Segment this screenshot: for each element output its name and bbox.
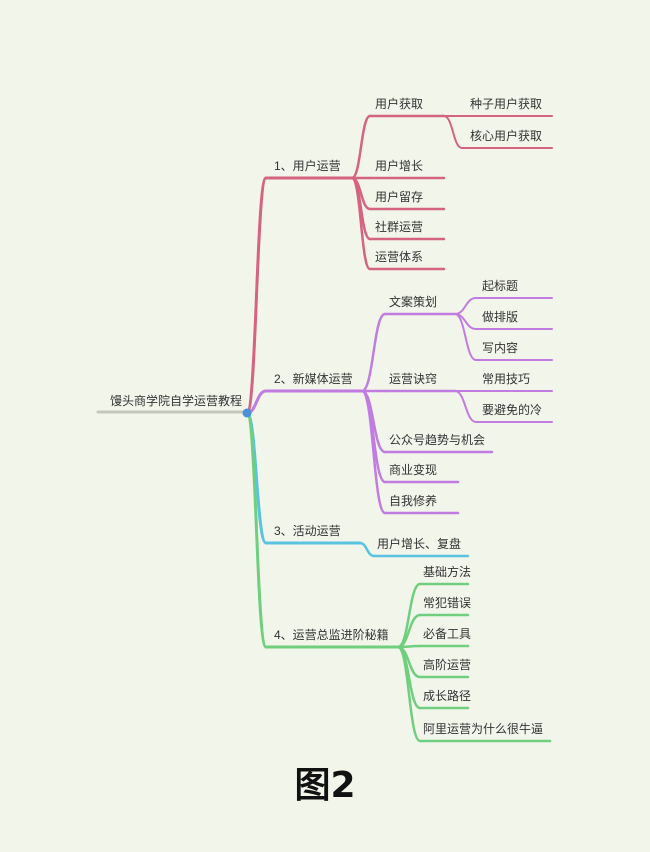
subtopic-label: 社群运营 <box>375 219 423 234</box>
leaf-label: 常用技巧 <box>482 372 530 386</box>
subtopic-connector <box>360 312 387 393</box>
subtopic-connector <box>360 389 387 515</box>
subtopic-label: 用户留存 <box>375 189 423 204</box>
branch-4-connector <box>245 411 268 649</box>
subtopic-label: 文案策划 <box>389 294 437 309</box>
leaf-label: 种子用户获取 <box>470 96 542 111</box>
subtopic-connector <box>350 176 372 271</box>
subtopic-label: 阿里运营为什么很牛逼 <box>423 721 543 736</box>
branch-1-label: 1、用户运营 <box>274 158 341 173</box>
subtopic-label: 公众号趋势与机会 <box>389 433 485 447</box>
branch-3-label: 3、活动运营 <box>274 524 341 538</box>
subtopic-connector <box>358 541 376 558</box>
subtopic-label: 高阶运营 <box>423 657 471 672</box>
figure-caption: 图2 <box>294 765 356 806</box>
subtopic-label: 商业变现 <box>389 462 437 477</box>
subtopic-label: 用户增长 <box>375 158 423 173</box>
subtopic-label: 用户获取 <box>375 96 423 111</box>
root-node-dot <box>242 408 252 418</box>
leaf-label: 写内容 <box>482 340 518 355</box>
mindmap-diagram: 馒头商学院自学运营教程 1、用户运营 用户获取 种子用户获取核心用户获取用户增长用户留… <box>96 96 553 743</box>
branch-1-connector <box>245 176 268 415</box>
leaf-label: 核心用户获取 <box>470 128 542 143</box>
subtopic-label: 必备工具 <box>423 627 471 641</box>
leaf-connector <box>454 313 477 361</box>
subtopic-label: 运营体系 <box>375 250 423 264</box>
leaf-label: 做排版 <box>482 309 518 324</box>
subtopic-label: 常犯错误 <box>423 596 471 610</box>
subtopic-label: 用户增长、复盘 <box>377 536 461 551</box>
subtopic-label: 基础方法 <box>423 564 471 579</box>
root-topic-label: 馒头商学院自学运营教程 <box>110 393 242 408</box>
subtopic-connector <box>360 389 387 484</box>
leaf-connector <box>454 297 477 315</box>
subtopic-label: 成长路径 <box>423 688 471 703</box>
subtopic-connector <box>350 114 372 180</box>
leaf-connector <box>454 390 477 423</box>
branch-4-label: 4、运营总监进阶秘籍 <box>274 627 389 642</box>
subtopic-label: 自我修养 <box>389 493 437 508</box>
leaf-label: 起标题 <box>482 279 518 293</box>
branch-2-label: 2、新媒体运营 <box>274 371 353 386</box>
subtopic-connector <box>396 645 422 743</box>
leaf-connector <box>443 115 463 149</box>
subtopic-label: 运营诀窍 <box>389 371 437 386</box>
leaf-label: 要避免的冷 <box>482 402 542 417</box>
